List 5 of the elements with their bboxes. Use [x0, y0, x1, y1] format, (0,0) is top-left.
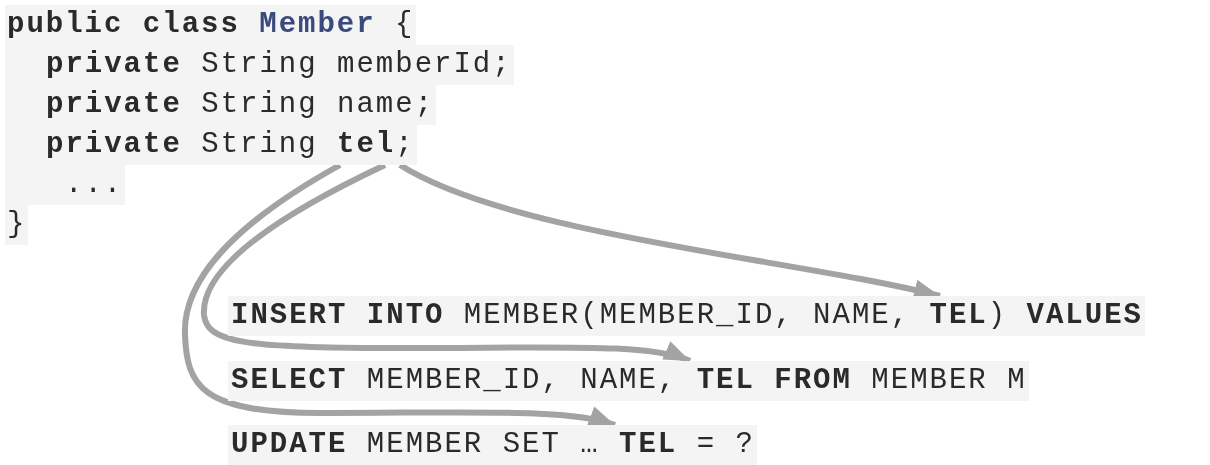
sql-statement: UPDATE MEMBER SET … TEL = ?	[228, 425, 757, 465]
sql-statement: SELECT MEMBER_ID, NAME, TEL FROM MEMBER M	[228, 361, 1029, 401]
arrow	[182, 162, 616, 428]
arrow	[201, 162, 692, 364]
sql-statement: INSERT INTO MEMBER(MEMBER_ID, NAME, TEL) VALUES	[228, 296, 1145, 336]
